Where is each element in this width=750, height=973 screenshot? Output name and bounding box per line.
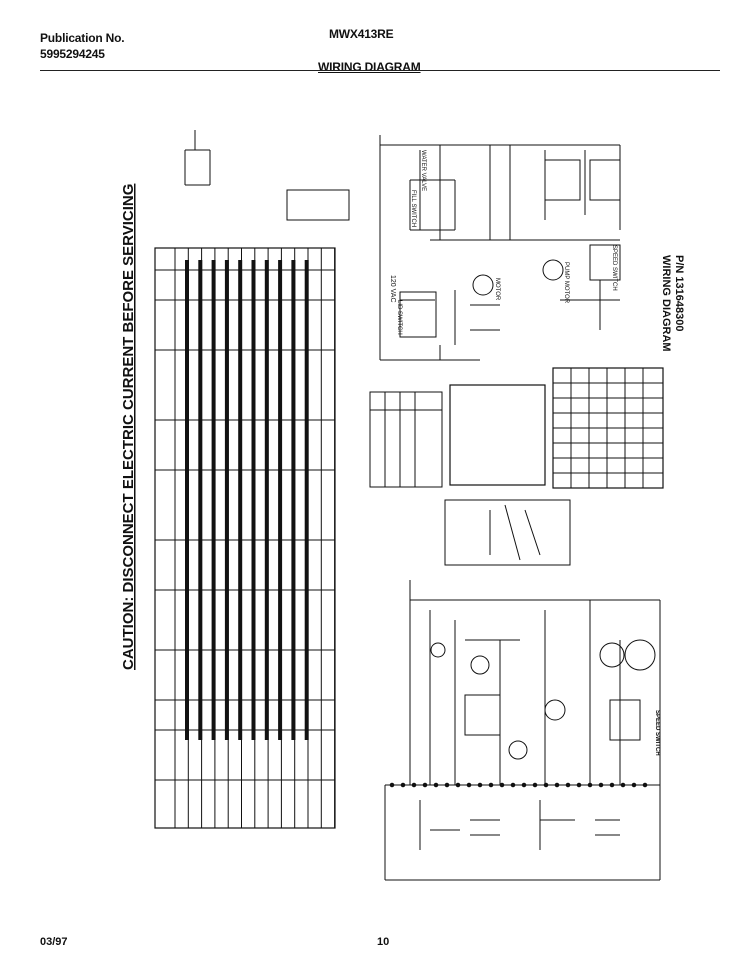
publication-number: 5995294245 [40, 47, 105, 61]
terminal-dot [576, 782, 582, 788]
speed-switch-label: SPEED SWITCH [611, 245, 617, 291]
terminal-dots [389, 782, 648, 788]
terminal-dot [488, 782, 494, 788]
terminal-dot [587, 782, 593, 788]
chart-bar [198, 260, 203, 740]
terminal-dot [444, 782, 450, 788]
chart-bar [224, 260, 229, 740]
lid-switch-label: LID SWITCH [396, 300, 402, 335]
terminal-dot [609, 782, 615, 788]
terminal-dot [554, 782, 560, 788]
terminal-dot [477, 782, 483, 788]
motor-label: MOTOR [494, 278, 500, 301]
speed-switch-lower-label: SPEED SWITCH [654, 710, 660, 756]
terminal-dot [411, 782, 417, 788]
spray-detail [184, 130, 211, 186]
terminal-dot [455, 782, 461, 788]
terminal-dot [521, 782, 527, 788]
footer-date: 03/97 [40, 936, 68, 948]
chart-bar [251, 260, 256, 740]
model-number: MWX413RE [329, 27, 394, 41]
legend-box [286, 189, 350, 221]
main-schematic [384, 580, 661, 881]
header-rule [40, 70, 720, 71]
detail-box [444, 499, 571, 566]
motor-schematic [379, 135, 621, 361]
chart-bar [211, 260, 216, 740]
pump-motor-label: PUMP MOTOR [563, 262, 569, 304]
terminal-dot [510, 782, 516, 788]
chart-bar [238, 260, 243, 740]
terminal-dot [422, 782, 428, 788]
water-valve-label: WATER VALVE [420, 150, 426, 191]
symbols-legend [369, 384, 546, 488]
part-number-label: P/N 131648300 [673, 255, 685, 331]
terminal-dot [565, 782, 571, 788]
caution-text: CAUTION: DISCONNECT ELECTRIC CURRENT BEF… [120, 184, 137, 670]
chart-bar [185, 260, 189, 740]
terminal-dot [631, 782, 637, 788]
speed-chart [552, 367, 664, 489]
terminal-dot [433, 782, 439, 788]
page-number: 10 [377, 936, 390, 948]
vac-label: 120 VAC [389, 275, 396, 303]
terminal-dot [400, 782, 406, 788]
timer-chart [154, 247, 336, 829]
terminal-dot [532, 782, 538, 788]
terminal-dot [598, 782, 604, 788]
terminal-dot [620, 782, 626, 788]
chart-bar [278, 260, 283, 740]
publication-label: Publication No. [40, 31, 125, 45]
chart-bar [264, 260, 269, 740]
chart-bar [291, 260, 296, 740]
timer-chart-bars [185, 260, 309, 740]
terminal-dot [642, 782, 648, 788]
fill-switch-label: FILL SWITCH [410, 190, 416, 227]
chart-bar [304, 260, 309, 740]
terminal-dot [543, 782, 549, 788]
terminal-dot [499, 782, 505, 788]
terminal-dot [466, 782, 472, 788]
terminal-dot [389, 782, 395, 788]
wiring-diagram-label: WIRING DIAGRAM [660, 255, 672, 352]
